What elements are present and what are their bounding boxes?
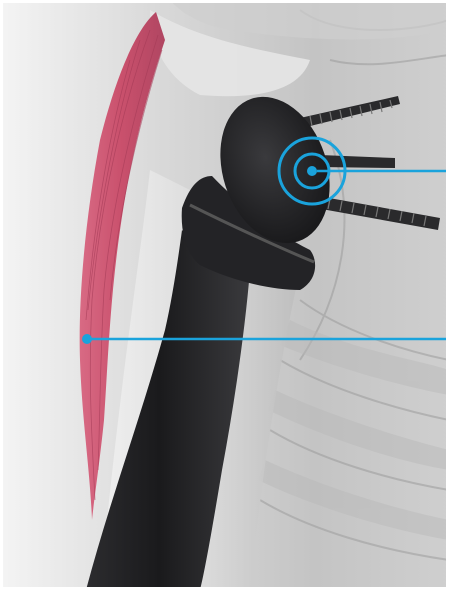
xray-figure [0, 0, 449, 590]
shoulder-prosthesis-illustration [0, 0, 449, 590]
